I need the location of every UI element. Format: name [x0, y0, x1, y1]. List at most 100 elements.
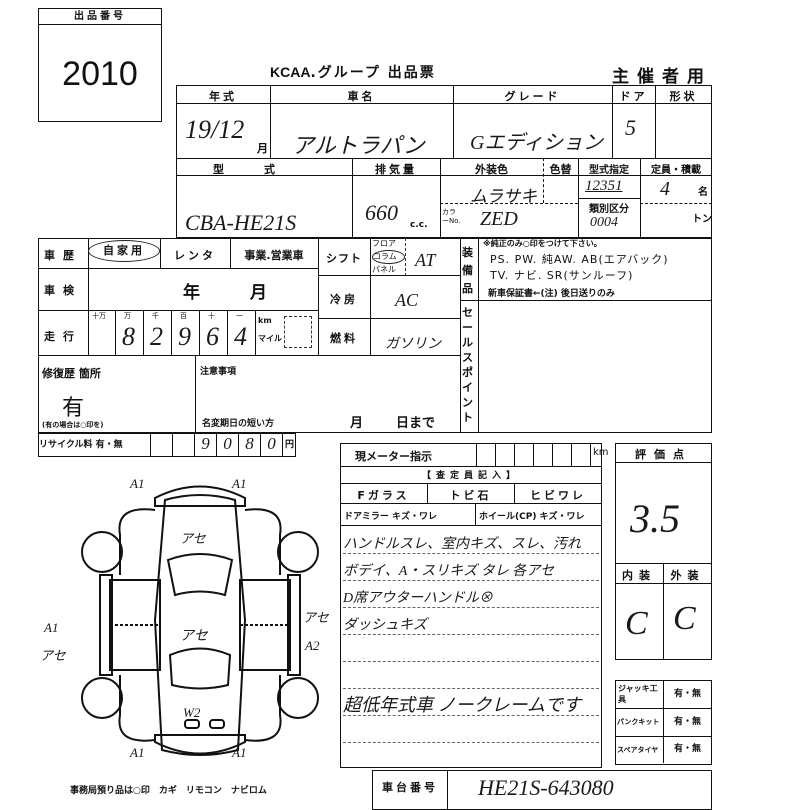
meter-cell	[552, 443, 571, 466]
cc-label: 排気量	[375, 163, 417, 176]
tail-lamp	[184, 719, 200, 729]
type-label: 型式指定	[589, 165, 629, 176]
fglass-label: Fガラス	[357, 489, 410, 502]
meter-cell	[533, 443, 552, 466]
place-label: 万	[124, 312, 131, 320]
equipment-line1: PS. PW. 純AW. AB(エアバック)	[490, 253, 669, 266]
wheel-rl	[81, 677, 123, 719]
divider	[340, 525, 602, 526]
meter-cell	[495, 443, 514, 466]
tool-value[interactable]: 有・無	[673, 717, 701, 727]
notes-list: ハンドルスレ、室内キズ、スレ、汚れ ボデイ、A・スリキズ タレ 各アセ D席アウ…	[343, 527, 599, 743]
history-option-private: 自家用	[88, 240, 160, 262]
tail-lamp	[209, 719, 225, 729]
divider	[38, 310, 318, 311]
unit-checkbox[interactable]	[284, 316, 312, 348]
place-label: 一	[236, 312, 243, 320]
digit: 9	[178, 322, 191, 351]
wheel-fl	[81, 531, 123, 573]
windshield	[166, 553, 234, 597]
class-value: 0004	[590, 215, 618, 230]
equipment-line3: 新車保証書←(注) 後日送りのみ	[488, 289, 615, 299]
shift-column: コラム	[372, 250, 405, 264]
score-label: 評価点	[635, 448, 692, 461]
equipment-line2: TV. ナビ. SR(サンルーフ)	[490, 269, 634, 282]
history-option-rental: レンタ	[174, 249, 216, 262]
recycle-digit	[173, 434, 195, 456]
fender-fr	[244, 508, 282, 575]
exterior-score: C	[673, 600, 696, 637]
digit: 2	[150, 322, 163, 351]
divider	[230, 238, 231, 268]
mark-hood: アセ	[180, 531, 206, 546]
recycle-row: リサイクル料 有・無 9 0 8 0 円	[38, 433, 296, 457]
unit-mile: マイル	[258, 334, 282, 343]
color-value: ムラサキ	[470, 187, 538, 206]
repair-note: (有の場合は○印を)	[42, 421, 104, 429]
recycle-digit: 9	[195, 434, 217, 456]
lot-number-label: 出品番号	[39, 9, 161, 25]
recycle-label: リサイクル料 有・無	[39, 434, 151, 456]
place-label: 十	[208, 312, 215, 320]
shaken-label: 車検	[44, 284, 82, 297]
interior-score: C	[625, 605, 648, 642]
note-line	[343, 716, 599, 743]
tool-value[interactable]: 有・無	[673, 689, 701, 699]
meter-cell	[476, 443, 495, 466]
recycle-unit: 円	[285, 440, 295, 450]
color-no-value: ZED	[480, 208, 518, 230]
tool-value[interactable]: 有・無	[673, 744, 701, 754]
rear-bumper	[154, 734, 246, 755]
recycle-digit: 0	[217, 434, 239, 456]
divider	[453, 85, 454, 158]
shift-floor: フロア	[372, 239, 396, 248]
divider	[578, 198, 640, 199]
mark-right-1: アセ	[303, 610, 329, 625]
place-label: 千	[152, 312, 159, 320]
vehicle-info-table	[176, 85, 712, 238]
shape-label: 形状	[669, 90, 698, 103]
divider	[615, 462, 712, 463]
recycle-digit: 0	[261, 434, 283, 456]
history-option-business: 事業.営業車	[244, 249, 304, 262]
meter-cell	[514, 443, 533, 466]
note-line	[343, 635, 599, 662]
year-label: 年式	[209, 90, 237, 103]
interior-label: 内装	[622, 569, 656, 582]
meter-label: 現メーター指示	[355, 450, 432, 463]
divider	[440, 203, 578, 204]
divider	[352, 158, 353, 238]
history-label: 車歴	[44, 249, 82, 262]
deadline-month: 月	[350, 416, 364, 431]
year-value: 19/12	[185, 115, 245, 144]
divider	[612, 85, 613, 158]
ac-label: 冷房	[330, 293, 358, 306]
title-rest: .グループ 出品票	[310, 65, 436, 81]
divider	[427, 483, 428, 503]
deadline-label: 名変期日の短い方	[202, 419, 275, 429]
mark-rear-right: A1	[232, 745, 247, 760]
meter-unit: km	[590, 443, 611, 466]
divider	[478, 238, 479, 433]
repair-value: 有	[62, 396, 85, 421]
wheel-label: ホイール(CP) キズ・ワレ	[479, 512, 585, 522]
repair-label: 修復歴 箇所	[42, 367, 101, 380]
shift-label: シフト	[326, 252, 362, 265]
ton-unit: トン	[692, 214, 712, 225]
meter-cell	[571, 443, 590, 466]
door-value: 5	[625, 115, 636, 140]
car-name-value: アルトラパン	[292, 133, 425, 158]
note-line: D席アウターハンドル⊗	[343, 581, 599, 608]
door-label: ドア	[619, 90, 648, 103]
note-line: ボデイ、A・スリキズ タレ 各アセ	[343, 554, 599, 581]
fender-rl	[118, 675, 156, 742]
unit-km: km	[258, 316, 272, 325]
front-bumper	[154, 485, 246, 507]
tool-row: ジャッキ工具有・無	[616, 681, 711, 709]
fuel-label: 燃料	[330, 332, 358, 345]
equipment-label: 装備品	[462, 246, 473, 295]
type-value: 12351	[585, 178, 623, 194]
mark-roof: アセ	[180, 629, 208, 644]
divider	[176, 103, 712, 104]
